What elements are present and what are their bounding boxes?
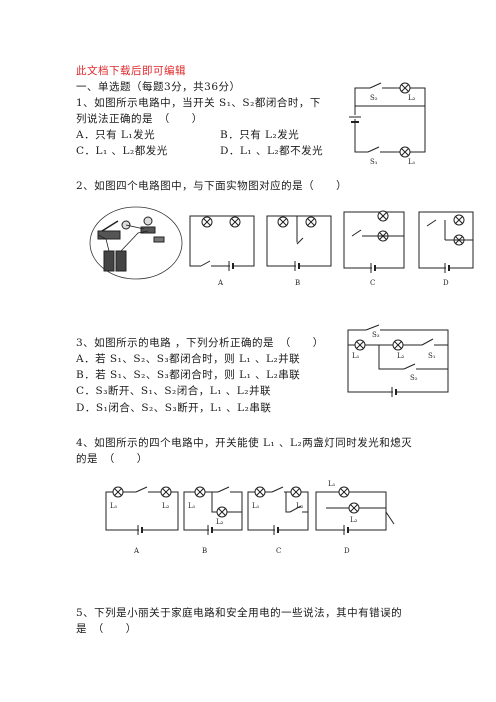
- q3-stem: 3、如图所示的电路 ，下列分析正确的是 （ ）: [76, 337, 324, 349]
- q2-stem: 2、如图四个电路图中，与下面实物图对应的是（ ）: [76, 180, 348, 192]
- q4-stem-line2: 的是 （ ）: [76, 453, 148, 465]
- q4-c-label-l1: L₁: [252, 502, 260, 510]
- q3-option-d: D．S₁闭合、S₂、S₃断开，L₁ 、L₂串联: [76, 402, 272, 414]
- q5-stem-line2: 是 （ ）: [76, 623, 137, 635]
- q4-b-label-l2: L₂: [216, 518, 224, 526]
- q1-option-d: D．L₁ 、L₂都不发光: [220, 145, 324, 157]
- q4-choice-a: A: [133, 547, 140, 555]
- q1-label-s2: S₂: [370, 94, 378, 102]
- q2-label-b: B: [295, 279, 300, 287]
- q4-d-label-l1: L₁: [328, 480, 336, 488]
- q4-a-label-l1: L₁: [110, 502, 118, 510]
- q1-label-l1: L₁: [408, 158, 416, 166]
- q2-label-d: D: [443, 279, 449, 287]
- q3-label-l2: L₂: [397, 352, 405, 360]
- q4-stem-line1: 4、如图所示的四个电路中，开关能使 L₁ 、L₂两盏灯同时发光和熄灭: [76, 437, 413, 449]
- q2-label-a: A: [217, 279, 224, 287]
- q5-stem-line1: 5、下列是小丽关于家庭电路和安全用电的一些说法，其中有错误的: [76, 607, 403, 619]
- q3-circuit-diagram: S₃ L₁ L₂ S₁ S₂: [347, 324, 449, 397]
- q3-option-c: C．S₃断开、S₁、S₂闭合，L₁ 、L₂并联: [76, 385, 271, 397]
- q3-label-s1: S₁: [428, 352, 436, 360]
- q1-label-s1: S₁: [370, 158, 378, 166]
- q3-option-b: B．若 S₁、S₂、S₃都闭合时，则 L₁ 、L₂串联: [76, 369, 301, 381]
- q4-choice-diagrams: L₁ L₂ A L₁ L₂ B L₁ L₂ C L₁ L₂ D: [105, 480, 395, 555]
- q1-circuit-diagram: S₂ L₂ S₁ L₁: [348, 82, 426, 166]
- section-title: 一、单选题（每题3分，共36分）: [76, 81, 241, 93]
- q3-option-a: A．若 S₁、S₂、S₃都闭合时，则 L₁ 、L₂并联: [76, 353, 301, 365]
- q3-label-l1: L₁: [352, 352, 360, 360]
- q3-label-s3: S₃: [372, 331, 380, 339]
- q1-option-b: B．只有 L₂发光: [220, 129, 300, 141]
- q1-option-c: C．L₁ 、L₂都发光: [76, 145, 168, 157]
- q2-label-c: C: [370, 279, 375, 287]
- q3-label-s2: S₂: [410, 374, 418, 382]
- q4-c-label-l2: L₂: [296, 502, 304, 510]
- q4-choice-b: B: [202, 547, 207, 555]
- q1-option-a: A．只有 L₁发光: [76, 129, 156, 141]
- q4-a-label-l2: L₂: [162, 502, 170, 510]
- q4-choice-d: D: [344, 547, 350, 555]
- q2-physical-circuit-image: [89, 206, 183, 280]
- q4-choice-c: C: [276, 547, 281, 555]
- q1-label-l2: L₂: [408, 94, 416, 102]
- q1-stem-line2: 列说法正确的是 （ ）: [76, 113, 203, 125]
- download-note: 此文档下载后即可编辑: [76, 65, 186, 77]
- q4-d-label-l2: L₂: [350, 516, 358, 524]
- q4-b-label-l1: L₁: [188, 502, 196, 510]
- q2-choice-diagrams: A B C D: [189, 210, 474, 287]
- q1-stem-line1: 1、如图所示电路中，当开关 S₁、S₂都闭合时，下: [76, 97, 321, 109]
